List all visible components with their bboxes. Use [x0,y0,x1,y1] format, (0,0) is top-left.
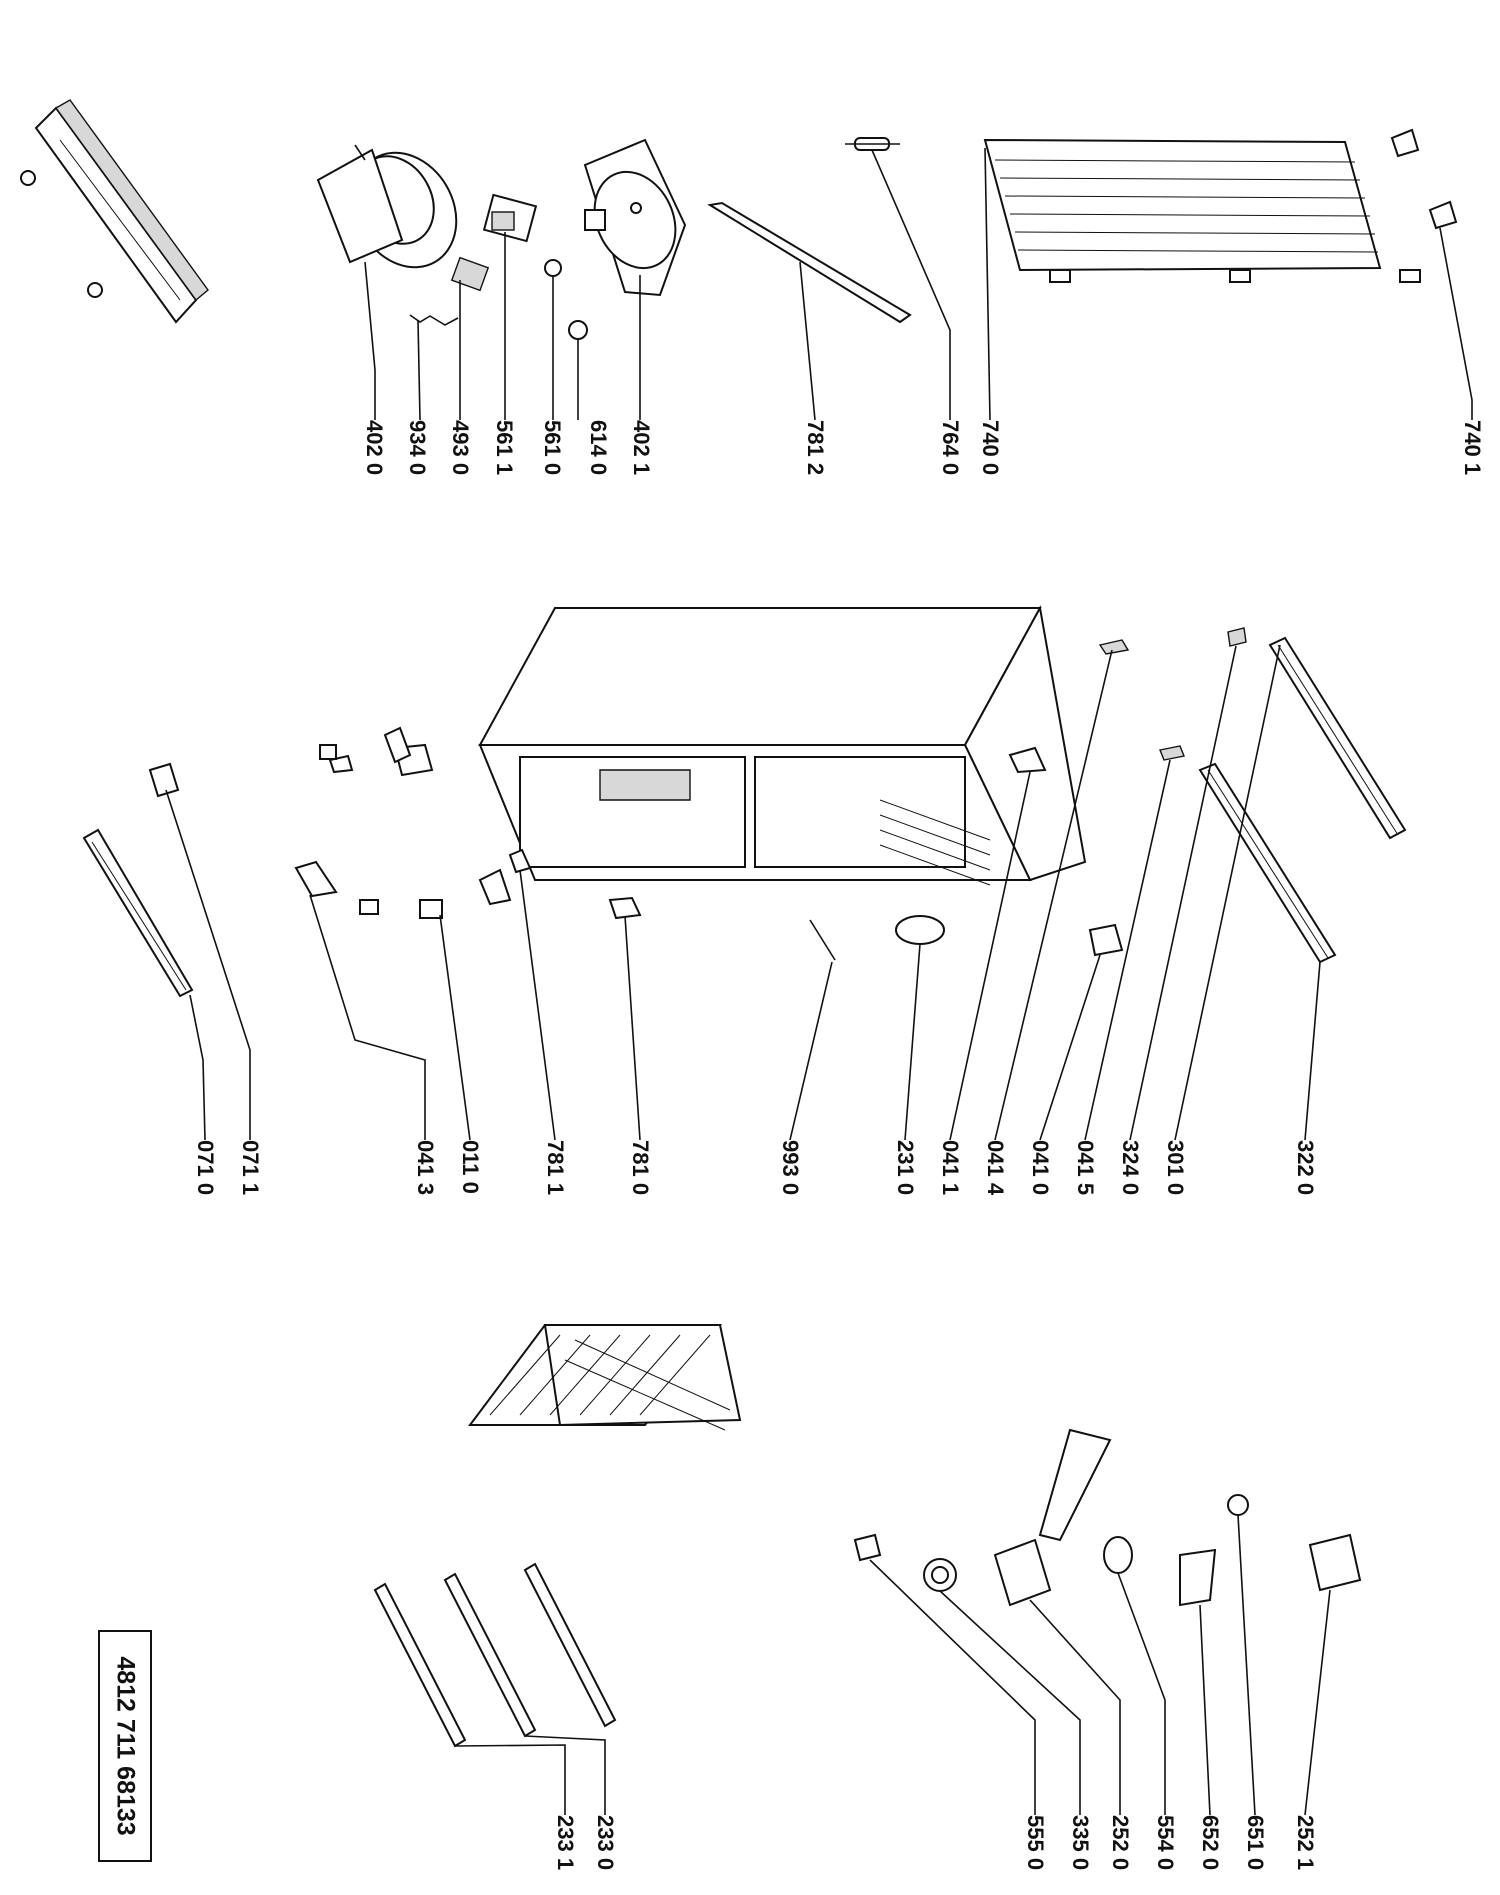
bottom-leaders [454,1514,1331,1816]
part-label: 041 3 [413,1140,438,1195]
electrical-parts [853,1428,1362,1607]
part-label: 322 0 [1293,1140,1318,1195]
part-label: 493 0 [448,420,473,475]
part-label: 934 0 [405,420,430,475]
document-code-box: 4812 711 68133 [98,1630,152,1862]
part-label: 041 0 [1028,1140,1053,1195]
part-label: 554 0 [1153,1815,1178,1870]
door-rail-top [1268,636,1407,840]
handle-cap [148,762,180,798]
label-group-top: 402 0 934 0 493 0 561 1 561 0 614 0 402 … [362,420,1485,475]
part-label: 011 0 [458,1140,483,1194]
part-label: 252 0 [1108,1815,1133,1870]
part-label: 555 0 [1023,1815,1048,1870]
bracket-bar [707,201,912,324]
part-label: 324 0 [1118,1140,1143,1195]
part-label: 781 1 [543,1140,568,1195]
part-label: 652 0 [1198,1815,1223,1870]
part-label: 231 0 [893,1140,918,1195]
wire-clip [409,314,459,326]
part-label: 233 1 [553,1815,578,1870]
part-label: 402 0 [362,420,387,475]
part-label: 614 0 [586,420,611,475]
part-label: 301 0 [1163,1140,1188,1195]
part-label: 041 5 [1073,1140,1098,1195]
part-label: 561 0 [540,420,565,475]
overload-clip [544,259,588,340]
part-label: 041 4 [983,1140,1008,1196]
part-label: 993 0 [778,1140,803,1195]
filter-drier [845,137,900,151]
condenser [983,138,1421,283]
part-label: 233 0 [593,1815,618,1870]
part-label: 740 1 [1460,420,1485,475]
evaporator-grid [468,1324,742,1431]
part-label: 764 0 [938,420,963,475]
top-rail-bracket [20,99,209,324]
part-label: 071 0 [193,1140,218,1195]
handle-strip [82,828,194,998]
part-label: 071 1 [238,1140,263,1195]
part-label: 041 1 [938,1140,963,1195]
part-label: 252 1 [1293,1815,1318,1870]
condenser-clips [1390,128,1458,230]
compressor [316,144,458,269]
part-label: 781 2 [803,420,828,475]
refrigerator-cabinet [478,605,1087,886]
document-code: 4812 711 68133 [111,1656,140,1836]
part-label: 335 0 [1068,1815,1093,1870]
compressor-base-plate [583,138,687,297]
relay-block [450,256,490,292]
top-leaders [364,147,1473,421]
part-label: 402 1 [629,420,654,475]
part-label: 651 0 [1243,1815,1268,1870]
part-label: 781 0 [628,1140,653,1195]
label-group-middle: 071 0 071 1 041 3 011 0 781 1 781 0 993 … [193,1140,1318,1196]
hinge-parts [294,627,1247,961]
middle-leaders [165,644,1321,1141]
start-relay [482,193,538,243]
label-group-bottom: 233 1 233 0 555 0 335 0 252 0 554 0 652 … [553,1815,1318,1870]
part-label: 740 0 [978,420,1003,475]
shelf-strips [373,1562,617,1748]
part-label: 561 1 [492,420,517,475]
door-rail-bottom [1198,762,1337,964]
